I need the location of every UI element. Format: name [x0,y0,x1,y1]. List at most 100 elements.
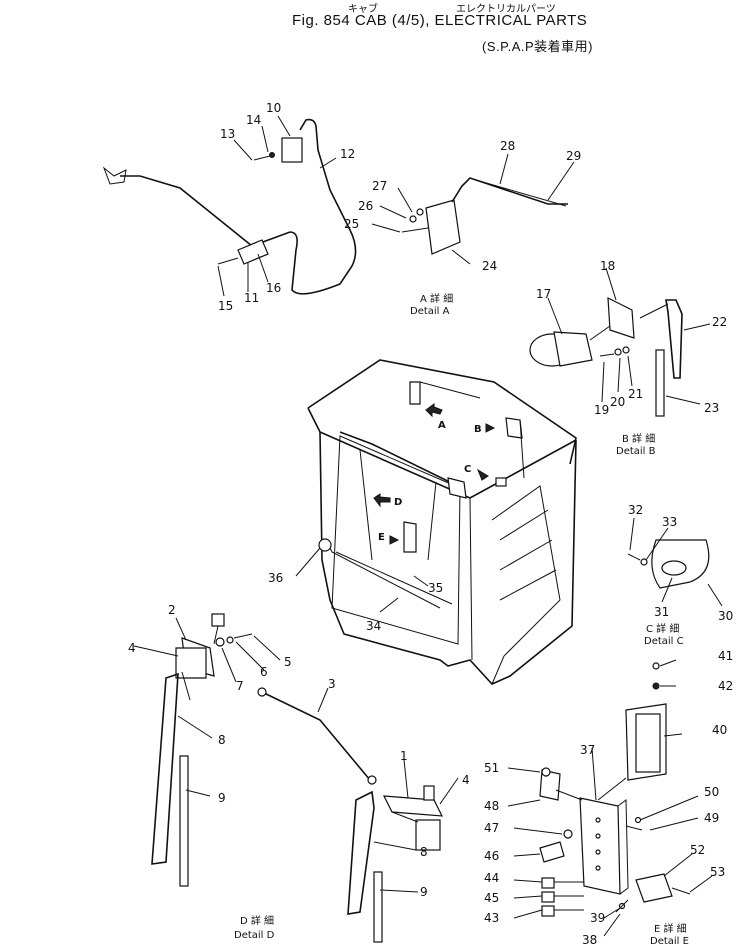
part-number: 49 [704,811,719,825]
part-number: 27 [372,179,387,193]
detail-d-group [133,613,459,943]
harness-cable-loop [251,118,357,295]
part-number: 8 [420,845,428,859]
detail-b-jp: B 詳 細 [622,432,655,445]
part-number: 4 [128,641,136,655]
part-number: 44 [484,871,499,885]
part-number: 7 [236,679,244,693]
harness-cable [120,175,253,247]
bracket-b [607,296,635,339]
arrow-label-a: A [438,420,446,431]
part-number: 40 [712,723,727,737]
part-number: 31 [654,605,669,619]
part-number: 50 [704,785,719,799]
part-number: 28 [500,139,515,153]
electrical-kana: エレクトリカルパーツ [456,4,556,15]
detail-d-en: Detail D [234,930,275,941]
part-number: 5 [284,655,292,669]
detail-a-group [102,115,575,297]
wiper-blade-d [179,755,189,887]
part-number: 11 [244,291,259,305]
detail-e-jp: E 詳 細 [654,922,687,935]
part-number: 47 [484,821,499,835]
part-number: 13 [220,127,235,141]
wiper-blade-b [655,349,665,417]
detail-c-group [627,517,723,607]
detail-b-group [529,267,711,417]
part-number: 30 [718,609,733,623]
part-number: 34 [366,619,381,633]
part-number: 2 [168,603,176,617]
part-number: 32 [628,503,643,517]
part-number: 25 [344,217,359,231]
part-number: 42 [718,679,733,693]
part-number: 36 [268,571,283,585]
part-number: 35 [428,581,443,595]
part-number: 20 [610,395,625,409]
part-number: 16 [266,281,281,295]
detail-e-en: Detail E [650,936,689,947]
figure-subtitle: (S.P.A.P装着車用) [482,39,594,54]
part-number: 24 [482,259,497,273]
part-number-labels: 10 14 13 12 15 11 16 28 29 27 26 25 24 1… [128,101,733,947]
part-number: 15 [218,299,233,313]
connector-box [281,137,303,163]
cab-body [319,431,577,685]
part-number: 37 [580,743,595,757]
detail-b-en: Detail B [616,446,656,457]
cable-d [261,691,371,781]
part-number: 6 [260,665,268,679]
part-number: 45 [484,891,499,905]
part-number: 1 [400,749,408,763]
detail-c-en: Detail C [644,636,684,647]
part-number: 10 [266,101,281,115]
detail-a-jp: A 詳 細 [420,292,453,305]
part-number: 52 [690,843,705,857]
detail-d-jp: D 詳 細 [240,914,274,927]
part-number: 12 [340,147,355,161]
figure-title: Fig. 854 CAB (4/5), ELECTRICAL PARTS [292,12,588,29]
part-number: 9 [218,791,226,805]
arrow-label-e: E [378,532,385,543]
part-number: 18 [600,259,615,273]
part-number: 17 [536,287,551,301]
arrow-label-b: B [474,424,482,435]
part-number: 4 [462,773,470,787]
wiper-arm-d [151,672,179,865]
part-number: 3 [328,677,336,691]
cab-roof [307,359,577,465]
part-number: 21 [628,387,643,401]
part-number: 46 [484,849,499,863]
part-number: 43 [484,911,499,925]
cab-kana: キャブ [348,4,378,15]
part-number: 22 [712,315,727,329]
part-number: 39 [590,911,605,925]
detail-e-group [507,659,713,937]
part-number: 23 [704,401,719,415]
part-number: 29 [566,149,581,163]
arrow-label-d: D [394,497,402,508]
part-number: 48 [484,799,499,813]
part-number: 38 [582,933,597,947]
part-number: 33 [662,515,677,529]
harness-plug [102,166,127,185]
detail-captions: A 詳 細 Detail A B 詳 細 Detail B C 詳 細 Deta… [234,292,689,947]
part-number: 53 [710,865,725,879]
part-number: 9 [420,885,428,899]
lamp-e [635,873,673,903]
wiper-arm-a [451,177,568,205]
detail-c-jp: C 詳 細 [646,622,679,635]
arrow-label-c: C [464,464,471,475]
panel-e [579,797,621,895]
part-number: 26 [358,199,373,213]
part-number: 14 [246,113,261,127]
wiper-motor-a [425,199,461,255]
wiper-arm-b [665,299,683,379]
part-number: 51 [484,761,499,775]
part-number: 41 [718,649,733,663]
part-number: 8 [218,733,226,747]
cab-group: A B C D E [295,359,577,685]
part-number: 19 [594,403,609,417]
clamp [237,239,269,265]
